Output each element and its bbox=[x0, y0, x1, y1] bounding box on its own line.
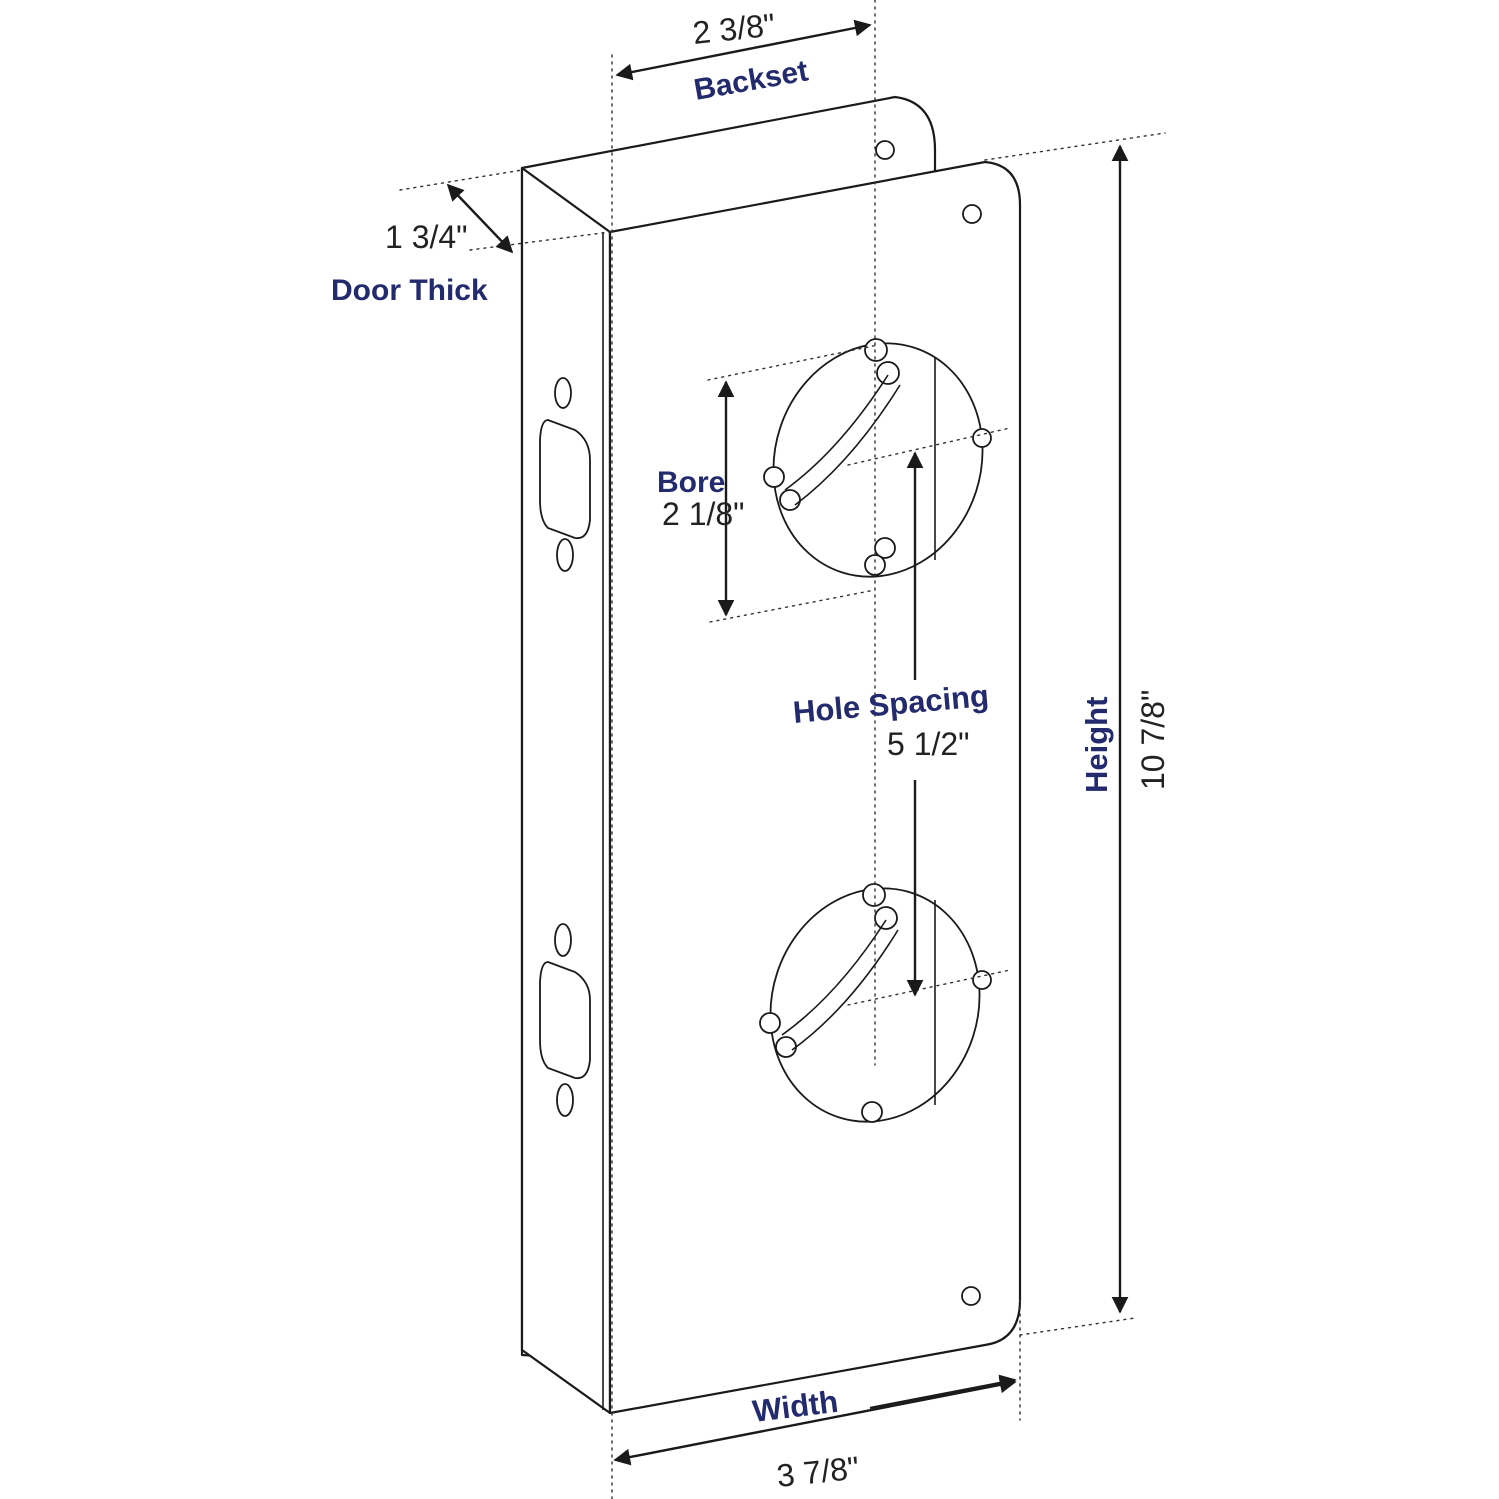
front-top-screw-hole bbox=[962, 204, 982, 224]
width-value: 3 7/8" bbox=[775, 1450, 861, 1494]
height-guide-bottom bbox=[1019, 1317, 1136, 1336]
spacing-guide-bottom bbox=[847, 969, 1011, 1006]
spacing-guide-top bbox=[847, 427, 1011, 466]
width-label: Width bbox=[751, 1384, 840, 1429]
height-value: 10 7/8" bbox=[1135, 690, 1171, 790]
front-plate bbox=[608, 160, 1022, 1415]
lower-bore-hole bbox=[759, 883, 992, 1123]
front-bottom-screw-hole bbox=[961, 1286, 981, 1306]
door-thick-guide-top bbox=[399, 169, 523, 191]
width-arrow-lower bbox=[613, 1376, 1017, 1466]
edge-panel bbox=[520, 166, 612, 1415]
back-plate-screw-hole bbox=[875, 140, 895, 160]
bore-label: Bore bbox=[657, 466, 725, 499]
upper-bore-hole bbox=[763, 338, 992, 578]
edge-lower-latch-cutout bbox=[539, 961, 591, 1080]
width-arrow-upper bbox=[869, 1374, 1017, 1410]
edge-upper-latch-cutout bbox=[539, 419, 591, 540]
edge-lower-screw-slot-bottom bbox=[556, 1083, 574, 1117]
door-thick-value: 1 3/4" bbox=[385, 219, 468, 255]
hole-spacing-value: 5 1/2" bbox=[887, 726, 970, 762]
bore-guide-bottom bbox=[709, 589, 876, 623]
door-thick-label: Door Thick bbox=[331, 274, 488, 307]
edge-lower-screw-slot-top bbox=[554, 923, 572, 957]
height-guide-top bbox=[984, 132, 1166, 161]
door-thick-arrow bbox=[446, 183, 514, 254]
backset-arrow bbox=[615, 19, 872, 81]
edge-upper-screw-slot-top bbox=[554, 377, 572, 409]
bore-value: 2 1/8" bbox=[662, 496, 745, 532]
backset-label: Backset bbox=[691, 54, 810, 106]
backset-value: 2 3/8" bbox=[691, 7, 777, 51]
height-label: Height bbox=[1079, 697, 1114, 793]
edge-upper-screw-slot-bottom bbox=[556, 538, 574, 572]
bore-guide-top bbox=[707, 344, 879, 381]
